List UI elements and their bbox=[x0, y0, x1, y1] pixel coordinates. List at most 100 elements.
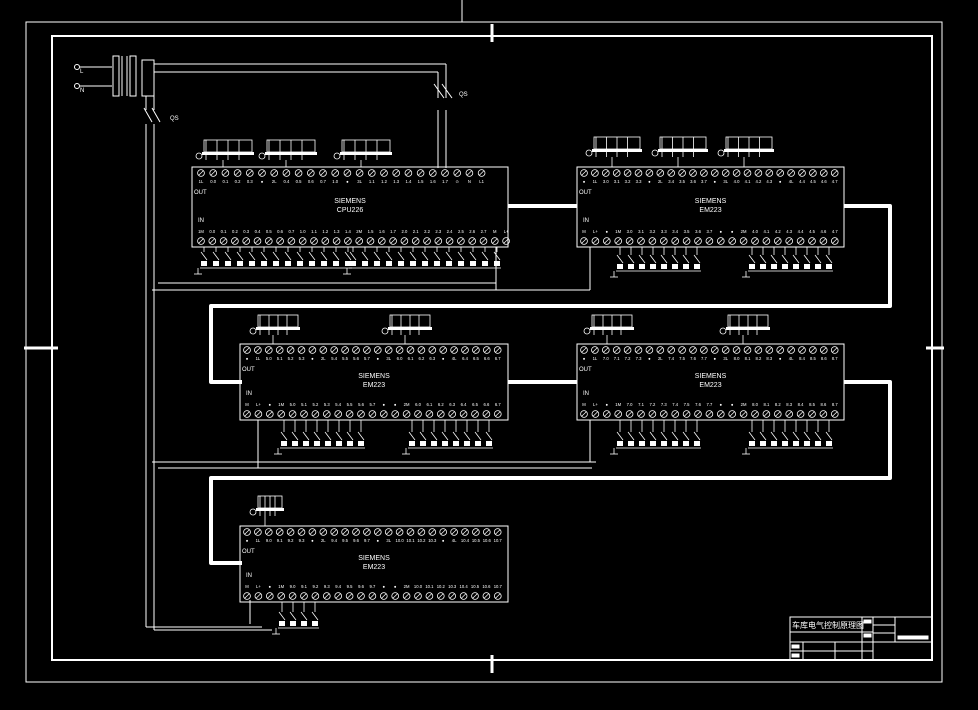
terminal-slot bbox=[418, 529, 424, 535]
terminal-slot bbox=[820, 238, 826, 244]
terminal-slot bbox=[788, 170, 794, 176]
terminal-slot bbox=[462, 347, 468, 353]
terminal-screw bbox=[282, 169, 291, 177]
relay-bar bbox=[388, 327, 432, 330]
terminal-label-bottom: 6.3 bbox=[449, 402, 455, 407]
switch-contact bbox=[463, 431, 471, 441]
terminal-screw bbox=[243, 592, 251, 600]
module-out-label: OUT bbox=[194, 190, 207, 196]
terminal-screw bbox=[357, 410, 365, 418]
terminal-screw bbox=[355, 169, 364, 177]
module-model: EM223 bbox=[363, 564, 385, 571]
terminal-label-top: ● bbox=[346, 179, 349, 184]
terminal-label-bottom: 5.1 bbox=[301, 402, 307, 407]
terminal-slot bbox=[458, 238, 464, 244]
terminal-label-top: 2L bbox=[321, 538, 326, 543]
terminal-label-bottom: 9.1 bbox=[301, 584, 307, 589]
terminal-label-bottom: 8.7 bbox=[832, 402, 838, 407]
relay-coil-icon bbox=[719, 327, 727, 335]
terminal-slot bbox=[334, 238, 340, 244]
terminal-slot bbox=[484, 347, 490, 353]
terminal-screw bbox=[311, 592, 320, 600]
terminal-slot bbox=[734, 347, 740, 353]
terminal-slot bbox=[672, 238, 678, 244]
transformer-secondary bbox=[129, 55, 137, 97]
terminal-label-bottom: 7.7 bbox=[706, 402, 712, 407]
terminal-slot bbox=[381, 411, 387, 417]
terminal-label-top: 3L bbox=[386, 538, 391, 543]
terminal-slot bbox=[335, 593, 341, 599]
terminal-slot bbox=[469, 238, 475, 244]
terminal-label-top: 1.1 bbox=[369, 179, 375, 184]
terminal-screw bbox=[395, 528, 404, 536]
terminal-label-top: 0.4 bbox=[283, 179, 289, 184]
terminal-screw bbox=[648, 237, 657, 245]
terminal-label-bottom: 4.6 bbox=[820, 229, 826, 234]
terminal-label-top: 0.7 bbox=[320, 179, 326, 184]
terminal-slot bbox=[392, 593, 398, 599]
terminal-screw bbox=[601, 346, 610, 354]
terminal-screw bbox=[710, 169, 719, 177]
terminal-screw bbox=[414, 410, 422, 418]
terminal-label-bottom: 8.2 bbox=[775, 402, 781, 407]
terminal-screw bbox=[352, 528, 360, 536]
terminal-label-bottom: ● bbox=[269, 584, 272, 589]
terminal-slot bbox=[503, 238, 509, 244]
switch-block bbox=[309, 261, 315, 266]
terminal-screw bbox=[368, 410, 377, 418]
terminal-screw bbox=[457, 237, 465, 245]
terminal-label-bottom: ● bbox=[731, 229, 734, 234]
switch-block bbox=[661, 264, 667, 269]
terminal-slot bbox=[332, 170, 338, 176]
terminal-screw bbox=[288, 592, 297, 600]
terminal-slot bbox=[255, 411, 261, 417]
module-model: EM223 bbox=[363, 382, 385, 389]
switch-block bbox=[358, 441, 364, 446]
terminal-slot bbox=[288, 347, 294, 353]
switch-contact bbox=[759, 431, 767, 441]
module-brand: SIEMENS bbox=[358, 373, 390, 380]
terminal-label-bottom: 1M bbox=[615, 229, 621, 234]
terminal-slot bbox=[625, 170, 631, 176]
terminal-slot bbox=[786, 411, 792, 417]
terminal-label-bottom: 10.5 bbox=[471, 584, 480, 589]
switch-block bbox=[285, 261, 291, 266]
relay-coil-icon bbox=[249, 508, 257, 516]
switch-block bbox=[273, 261, 279, 266]
terminal-slot bbox=[235, 170, 241, 176]
terminal-slot bbox=[752, 238, 758, 244]
terminal-label-top: 4L bbox=[789, 179, 794, 184]
terminal-slot bbox=[320, 347, 326, 353]
terminal-screw bbox=[459, 410, 468, 418]
terminal-slot bbox=[615, 238, 621, 244]
module-body bbox=[239, 525, 509, 603]
terminal-screw bbox=[308, 346, 317, 354]
terminal-label-bottom: 7.2 bbox=[649, 402, 655, 407]
terminal-label-top: 1.3 bbox=[393, 179, 399, 184]
terminal-screw bbox=[197, 237, 205, 245]
terminal-label-bottom: 9.4 bbox=[335, 584, 341, 589]
terminal-slot bbox=[255, 593, 261, 599]
switch-block bbox=[458, 261, 464, 266]
input-switch-bank bbox=[402, 420, 493, 455]
terminal-slot bbox=[435, 238, 441, 244]
terminal-label-top: 9.4 bbox=[331, 538, 337, 543]
terminal-label-bottom: ● bbox=[720, 229, 723, 234]
terminal-slot bbox=[255, 529, 261, 535]
terminal-screw bbox=[776, 346, 784, 354]
terminal-label-top: 9.6 bbox=[353, 538, 359, 543]
terminal-screw bbox=[441, 169, 449, 177]
terminal-screw bbox=[439, 346, 448, 354]
terminal-slot bbox=[296, 170, 302, 176]
terminal-label-top: 4.1 bbox=[745, 179, 751, 184]
switch-block bbox=[661, 441, 667, 446]
switch-contact bbox=[452, 431, 460, 441]
terminal-slot bbox=[581, 347, 587, 353]
terminal-label-bottom: 4.4 bbox=[798, 229, 804, 234]
terminal-screw bbox=[209, 169, 218, 177]
terminal-slot bbox=[695, 238, 701, 244]
terminal-screw bbox=[254, 528, 262, 536]
terminal-screw bbox=[319, 528, 328, 536]
switch-contact bbox=[302, 431, 310, 441]
